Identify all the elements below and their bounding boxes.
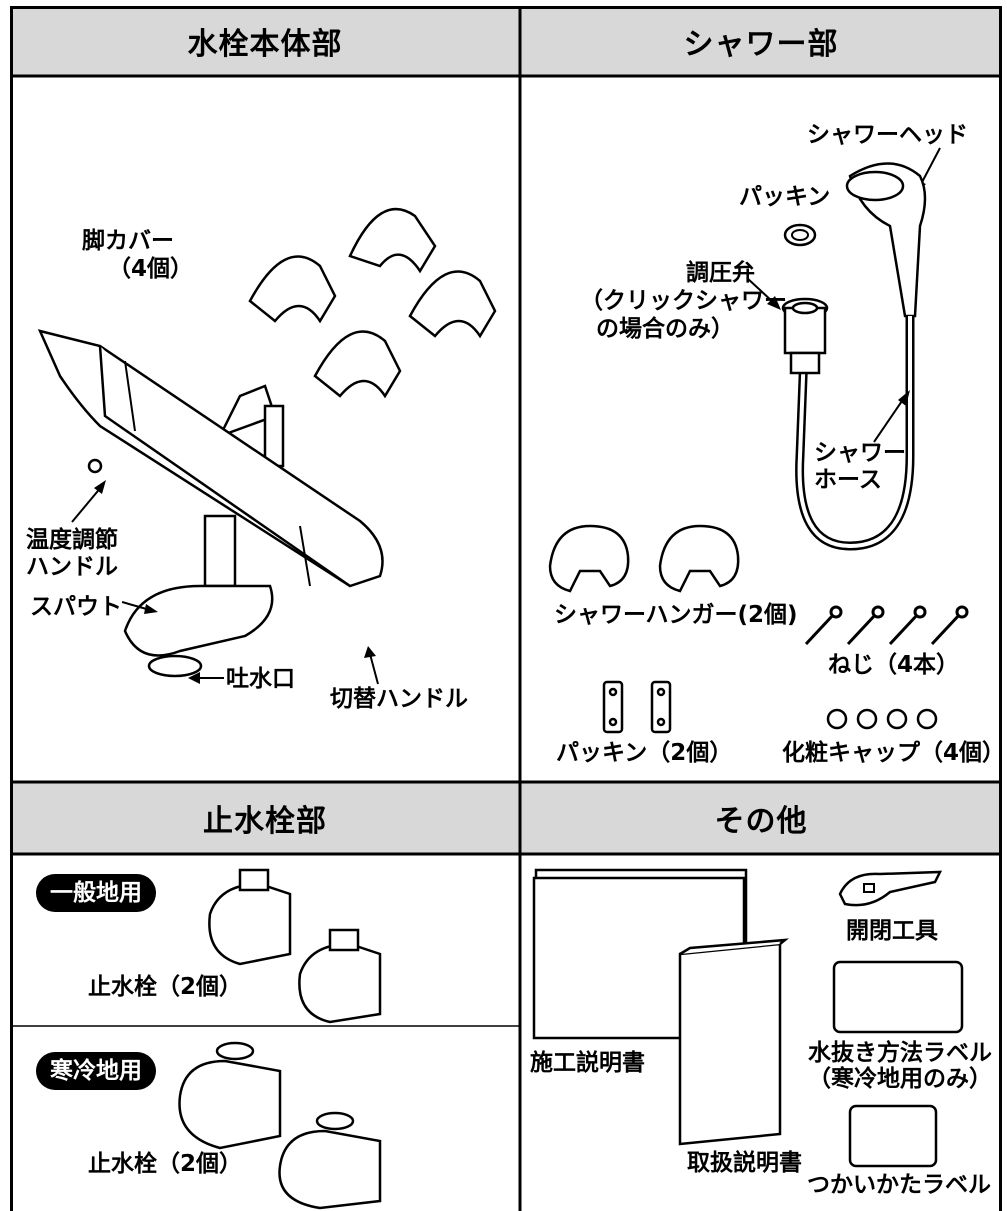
outlet-arrow [188, 672, 224, 684]
cold-region-badge: 寒冷地用 [36, 1052, 156, 1090]
switch-handle-arrow [364, 646, 379, 685]
temp-handle-label: 温度調節 [26, 527, 118, 553]
shower-head-label: シャワーヘッド [807, 122, 968, 148]
pressure-valve-illustration [781, 297, 829, 375]
user-manual-label: 取扱説明書 [687, 1150, 802, 1176]
leg-cover-count: （4個） [108, 256, 194, 282]
shower-hose-label: シャワー [814, 440, 906, 466]
cold-stop-valve-illustration [178, 1041, 382, 1210]
shower-head-hose-illustration [795, 162, 927, 551]
packing-label: パッキン [739, 184, 831, 210]
spout-label: スパウト [30, 594, 122, 620]
general-region-badge: 一般地用 [36, 874, 156, 912]
temp-handle-arrow [71, 480, 106, 523]
usage-label-sticker [848, 1104, 938, 1168]
pressure-valve-label-3: の場合のみ） [596, 316, 734, 342]
drain-label-text-2: （寒冷地用のみ） [808, 1066, 992, 1092]
general-stop-valve-label: 止水栓（2個） [88, 974, 243, 1000]
opening-tool-label: 開閉工具 [846, 918, 938, 944]
screws-illustration [804, 605, 969, 646]
body-section-title: 水栓本体部 [187, 27, 343, 62]
caps-label: 化粧キャップ（4個） [782, 740, 1006, 766]
opening-tool-illustration [838, 870, 943, 907]
shower-hose-label-2: ホース [814, 467, 882, 493]
outlet-label: 吐水口 [226, 666, 295, 692]
temp-handle-label-2: ハンドル [26, 554, 118, 580]
manuals-illustration [532, 868, 789, 1146]
spout-arrow [122, 601, 158, 614]
install-manual-label: 施工説明書 [530, 1050, 645, 1076]
caps-illustration [826, 708, 938, 730]
table-grid [10, 6, 1002, 1211]
shower-section-title: シャワー部 [683, 27, 839, 62]
cold-stop-valve-label: 止水栓（2個） [88, 1151, 243, 1177]
packing2-illustration [602, 680, 672, 734]
screws-label: ねじ（4本） [828, 652, 960, 678]
faucet-body-illustration [37, 329, 384, 678]
shower-hanger-label: シャワーハンガー(2個) [554, 602, 798, 628]
packing-illustration [783, 223, 817, 247]
pressure-valve-arrow [746, 277, 781, 310]
pressure-valve-label-2: （クリックシャワー [580, 288, 787, 314]
shower-hanger-illustration [548, 524, 740, 593]
drain-label-text: 水抜き方法ラベル [808, 1040, 992, 1066]
switch-handle-label: 切替ハンドル [330, 686, 468, 712]
parts-list-table: 水栓本体部 シャワー部 止水栓部 その他 脚カバー （4個） 温 [10, 6, 1006, 1211]
shower-hose-arrow [873, 390, 910, 443]
drain-label-sticker [832, 960, 964, 1034]
leg-cover-label: 脚カバー [82, 228, 174, 254]
pressure-valve-label: 調圧弁 [686, 260, 755, 286]
packing2-label: パッキン（2個） [556, 740, 733, 766]
other-section-title: その他 [714, 804, 808, 839]
general-stop-valve-illustration [208, 868, 382, 1024]
leg-cover-illustration [248, 207, 497, 399]
stop-section-title: 止水栓部 [203, 804, 327, 839]
usage-label-text: つかいかたラベル [807, 1172, 991, 1198]
